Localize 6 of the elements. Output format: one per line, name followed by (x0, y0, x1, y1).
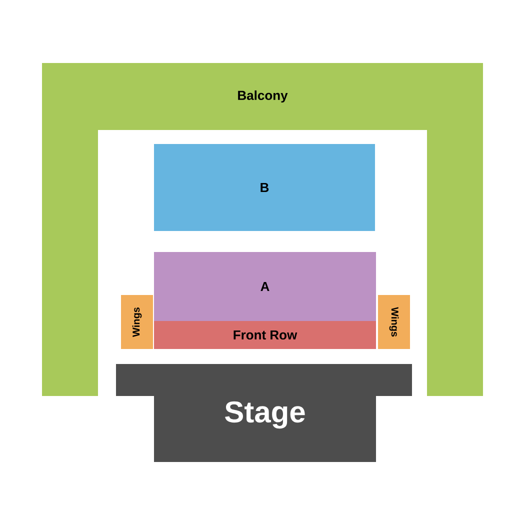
stage: Stage (116, 364, 412, 462)
seating-section: A (154, 252, 376, 321)
seating-section: B (154, 144, 375, 231)
seating-section: Front Row (154, 321, 376, 349)
wings-section: Wings (121, 295, 153, 349)
wings-section: Wings (378, 295, 410, 349)
